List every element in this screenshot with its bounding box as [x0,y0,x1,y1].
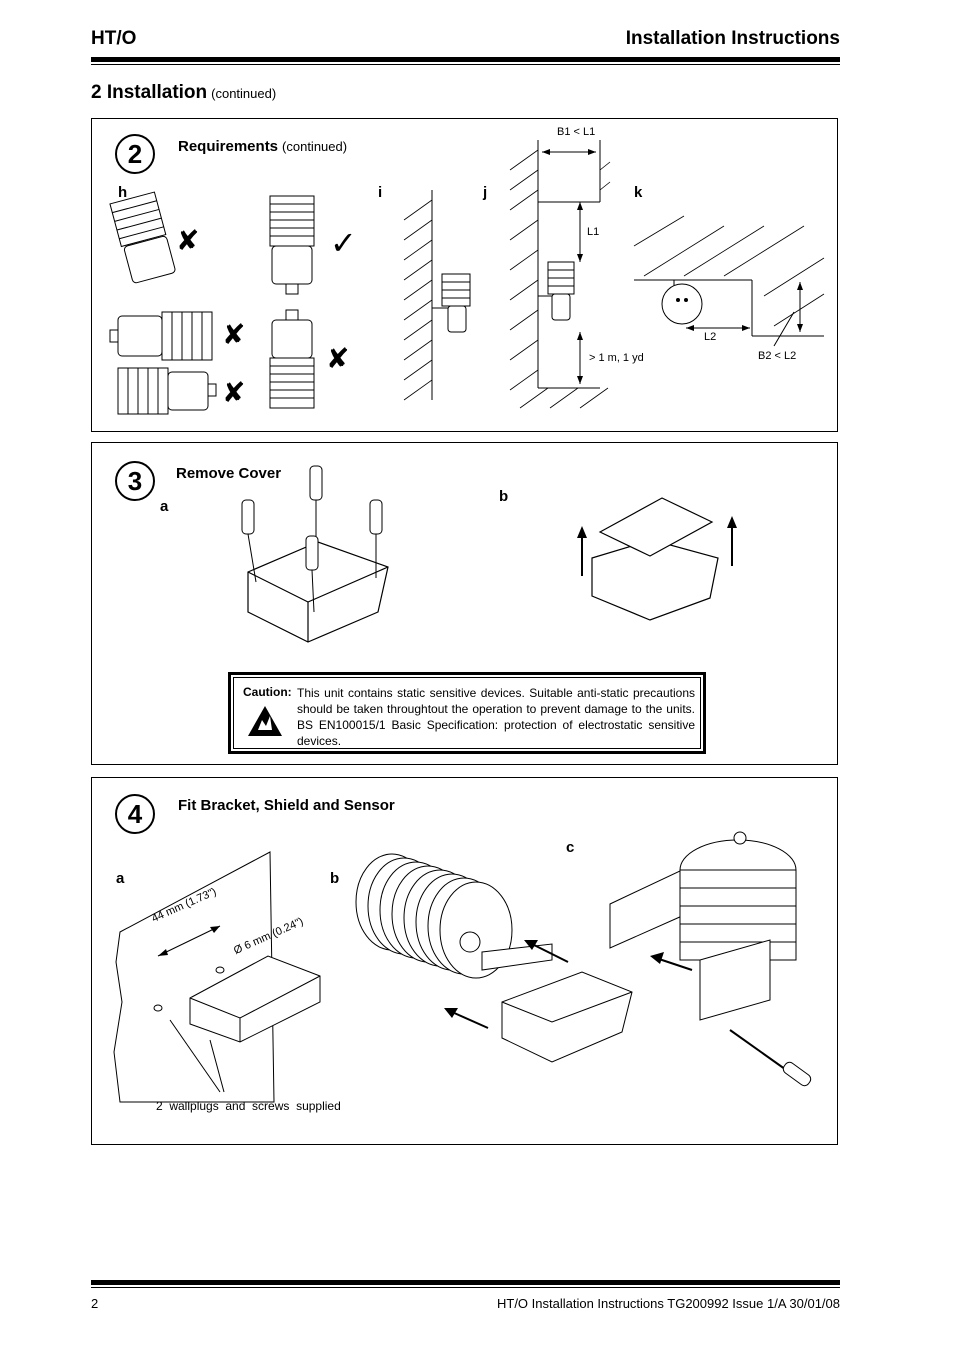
header-rule [91,57,840,62]
orientation-illustrations: ✘ ✓ ✘ ✘ ✘ [109,191,357,415]
step-3-panel [91,442,838,765]
footer-doc-ref: HT/O Installation Instructions TG200992 … [496,1296,840,1311]
dim-height: > 1 m, 1 yd [589,352,644,364]
remove-screws-illustration [241,465,389,643]
dim-b2-l2: B2 < L2 [758,350,797,362]
svg-text:✘: ✘ [326,343,349,374]
lift-cover-illustration [577,497,737,621]
header-rule-thin [91,64,840,65]
shield-attach-illustration [355,853,633,1063]
clearance-diagram [509,140,611,409]
dim-l2: L2 [704,331,717,343]
label-4c: c [566,839,575,856]
label-4a: a [116,870,125,887]
step-number-4: 4 [115,794,155,834]
svg-text:✘: ✘ [222,319,245,350]
label-3b: b [499,488,509,505]
caution-box: Caution: This unit contains static sensi… [228,672,706,754]
wall-mount-diagram [403,190,471,401]
section-title: 2 Installation(continued) [91,82,277,103]
footer-page-number: 2 [91,1296,99,1311]
label-k: k [634,184,643,201]
svg-text:✓: ✓ [330,225,357,261]
step-3-title: Remove Cover [176,465,282,482]
label-3a: a [160,498,169,515]
footer-rule [91,1280,840,1285]
esd-warning-icon [248,706,282,736]
header-product: HT/O [91,28,137,49]
svg-text:✘: ✘ [222,377,245,408]
wallplugs-note: 2 wallplugs and screws supplied [156,1099,341,1113]
caution-text: This unit contains static sensitive devi… [297,686,695,748]
step-number-2: 2 [115,134,155,174]
wall-drilling-illustration [113,851,321,1103]
header-doc-type: Installation Instructions [625,28,840,49]
step-number-3: 3 [115,461,155,501]
footer-rule-thin [91,1287,840,1288]
dim-l1: L1 [587,226,600,238]
label-4b: b [330,870,340,887]
label-i: i [378,184,383,201]
label-h: h [118,184,128,201]
step-2-title: Requirements(continued) [178,138,348,155]
bracket-fitting-illustration [609,831,812,1087]
caution-label: Caution: [243,685,292,699]
step-4-title: Fit Bracket, Shield and Sensor [178,797,395,814]
step-2-panel [91,118,838,432]
svg-text:✘: ✘ [176,225,199,256]
step-4-panel [91,777,838,1145]
label-j: j [483,184,488,201]
ceiling-clearance-diagram [633,215,825,347]
dim-b1-l1: B1 < L1 [557,126,596,138]
